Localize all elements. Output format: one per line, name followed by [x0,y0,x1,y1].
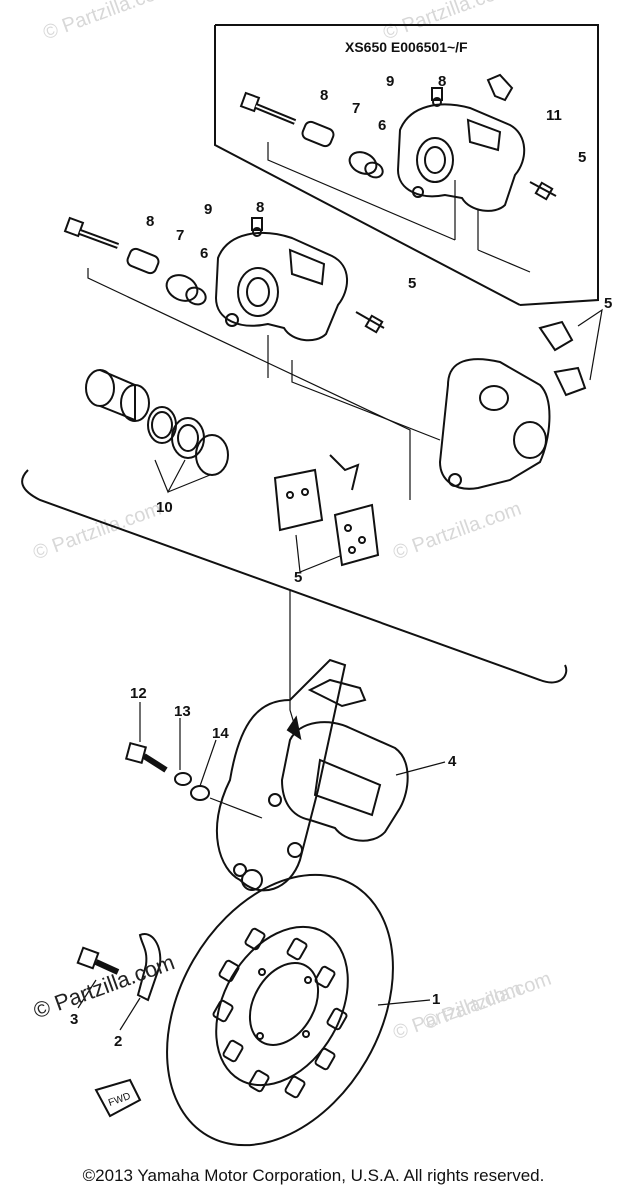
screw-5 [355,311,385,334]
brake-pad [273,454,360,532]
inset-screw-5 [529,181,557,201]
disc-bolt-3 [76,946,120,975]
retaining-ring [195,434,229,476]
inset-bolt-8 [239,91,297,125]
inset-boot-6 [348,151,384,179]
mounting-plate [215,658,347,892]
callout-1: 1 [432,991,440,1008]
copyright-footer: ©2013 Yamaha Motor Corporation, U.S.A. A… [82,1166,545,1185]
boot-6 [165,274,207,306]
callout-11: 11 [546,107,562,124]
callout-labels: 1 2 3 4 5 5 5 5 6 6 7 7 8 8 8 8 9 9 10 1… [70,73,612,1050]
callout-8: 8 [256,199,264,216]
washer-13 [174,772,192,786]
fwd-arrow: FWD [94,1078,142,1118]
washer-14 [190,785,210,801]
callout-6: 6 [378,117,386,134]
pad-clip [538,320,574,352]
callout-10: 10 [156,499,173,516]
callout-5: 5 [578,149,586,166]
callout-12: 12 [130,685,147,702]
brake-pad [333,503,380,567]
dust-seal [171,417,205,459]
callout-5: 5 [294,569,302,586]
inset-bleed-screw-9 [431,87,443,107]
callout-14: 14 [212,725,229,742]
inset-clip-11 [486,73,514,102]
callout-13: 13 [174,703,191,720]
callout-8: 8 [438,73,446,90]
brake-caliper-exploded-diagram: FWD XS650 E006501~/F 1 2 3 4 5 5 5 5 6 6… [21,24,612,1147]
bolt-8 [63,216,120,249]
pad-clip [553,366,587,397]
callout-8: 8 [146,213,154,230]
inset-frame [214,24,599,306]
bolt-12 [124,741,168,773]
rear-caliper [268,721,409,858]
inset-sleeve-7 [301,120,335,148]
sleeve-7 [126,247,160,275]
brake-disc [166,873,394,1147]
callout-6: 6 [200,245,208,262]
bleed-screw-9 [251,217,263,237]
callout-9: 9 [204,201,212,218]
callout-7: 7 [176,227,184,244]
inset-caliper-body [396,103,526,212]
lock-plate-2 [136,933,162,1002]
callout-7: 7 [352,100,360,117]
caliper-bracket [438,358,551,490]
callout-2: 2 [114,1033,122,1050]
callout-8: 8 [320,87,328,104]
piston [85,369,150,422]
caliper-body [214,231,349,342]
callout-5: 5 [408,275,416,292]
callout-5: 5 [604,295,612,312]
model-note: XS650 E006501~/F [345,39,468,55]
callout-9: 9 [386,73,394,90]
callout-3: 3 [70,1011,78,1028]
callout-4: 4 [448,753,457,770]
